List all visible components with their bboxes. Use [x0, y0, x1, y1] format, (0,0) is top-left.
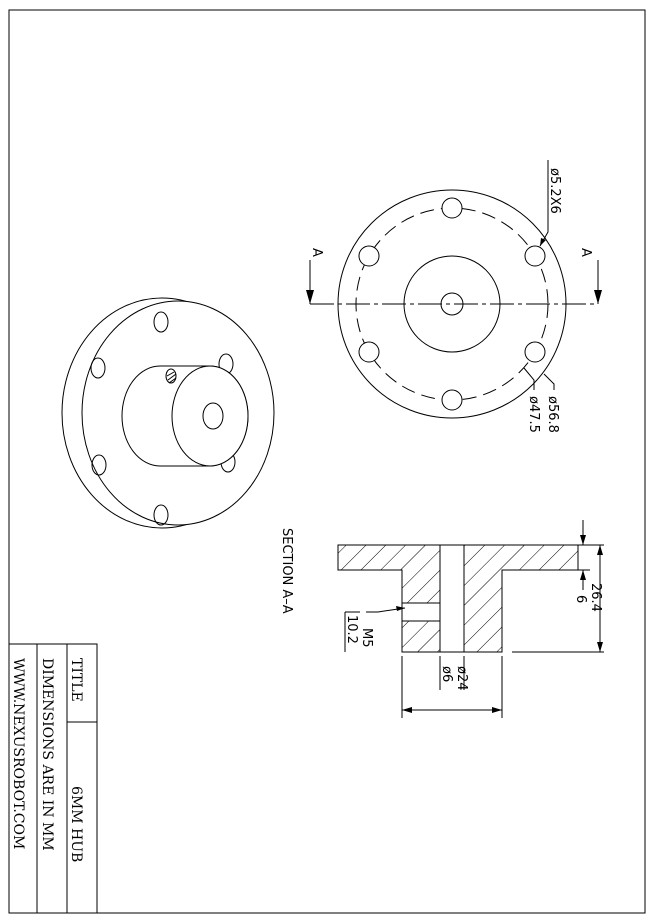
set-screw-height-dimension: 10.2 — [344, 615, 359, 644]
iso-bolt-hole — [91, 454, 107, 476]
title-label: TITLE — [68, 658, 84, 702]
flange-thickness-dimension: 6 — [573, 595, 588, 603]
hub-height-dimension: 26.4 — [588, 583, 603, 612]
front-view — [306, 160, 602, 419]
bolt-hole — [441, 197, 463, 219]
bolt-hole — [441, 389, 463, 411]
isometric-view — [61, 297, 275, 529]
section-caption: SECTION A–A — [279, 528, 294, 614]
drawing-border — [8, 9, 646, 914]
iso-bore — [202, 402, 224, 430]
bolt-hole — [524, 341, 546, 363]
flange-diameter-dimension: ø56.8 — [545, 396, 560, 433]
section-marker-right: A — [578, 248, 593, 257]
section-view — [337, 520, 604, 718]
units-note: DIMENSIONS ARE IN MM — [39, 658, 55, 851]
title-block — [8, 643, 98, 914]
hub-diameter-dimension: ø24 — [454, 666, 469, 691]
iso-set-screw — [165, 368, 177, 384]
bolt-hole — [358, 341, 380, 363]
iso-bolt-hole — [90, 357, 106, 379]
bolt-hole — [524, 245, 546, 267]
bolt-circle-dimension: ø47.5 — [526, 396, 541, 433]
title-value: 6MM HUB — [68, 786, 84, 862]
bore-dimension: ø6 — [439, 666, 454, 682]
website: WWW.NEXUSROBOT.COM — [10, 658, 26, 849]
bolt-hole-dimension: ø5.2X6 — [547, 168, 562, 214]
bolt-hole — [358, 245, 380, 267]
section-marker-left: A — [309, 248, 324, 257]
iso-bolt-hole — [153, 504, 169, 526]
set-screw-dimension: M5 — [359, 628, 374, 648]
iso-bolt-hole — [153, 311, 169, 333]
